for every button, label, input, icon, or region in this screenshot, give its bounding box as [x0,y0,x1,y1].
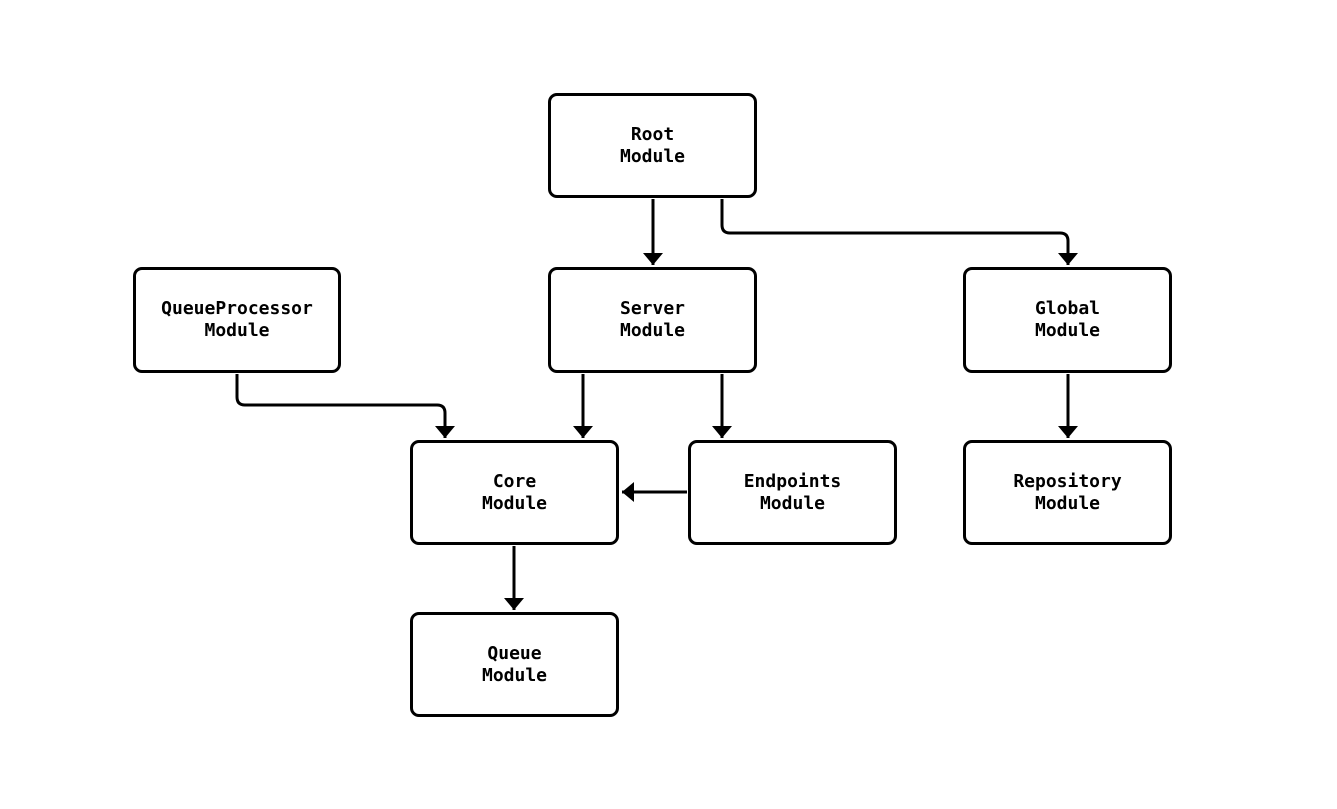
node-queueprocessor-module-label: QueueProcessor Module [161,298,313,341]
node-server-module-label: Server Module [619,298,686,341]
node-root-module-label: Root Module [619,123,686,167]
edge-queueprocessor-to-core [235,374,455,438]
node-queueprocessor-module: QueueProcessor Module [133,267,341,373]
node-global-module: Global Module [963,267,1172,373]
node-core-module-label: Core Module [481,470,548,514]
node-global-module-label: Global Module [1034,298,1101,341]
node-core-module: Core Module [410,440,619,545]
node-repository-module: Repository Module [963,440,1172,545]
edge-root-to-global [720,199,1078,265]
node-queue-module-label: Queue Module [481,642,548,686]
node-endpoints-module: Endpoints Module [688,440,897,545]
node-server-module: Server Module [548,267,757,373]
node-root-module: Root Module [548,93,757,198]
node-repository-module-label: Repository Module [1013,470,1122,514]
node-endpoints-module-label: Endpoints Module [743,470,842,514]
node-queue-module: Queue Module [410,612,619,717]
